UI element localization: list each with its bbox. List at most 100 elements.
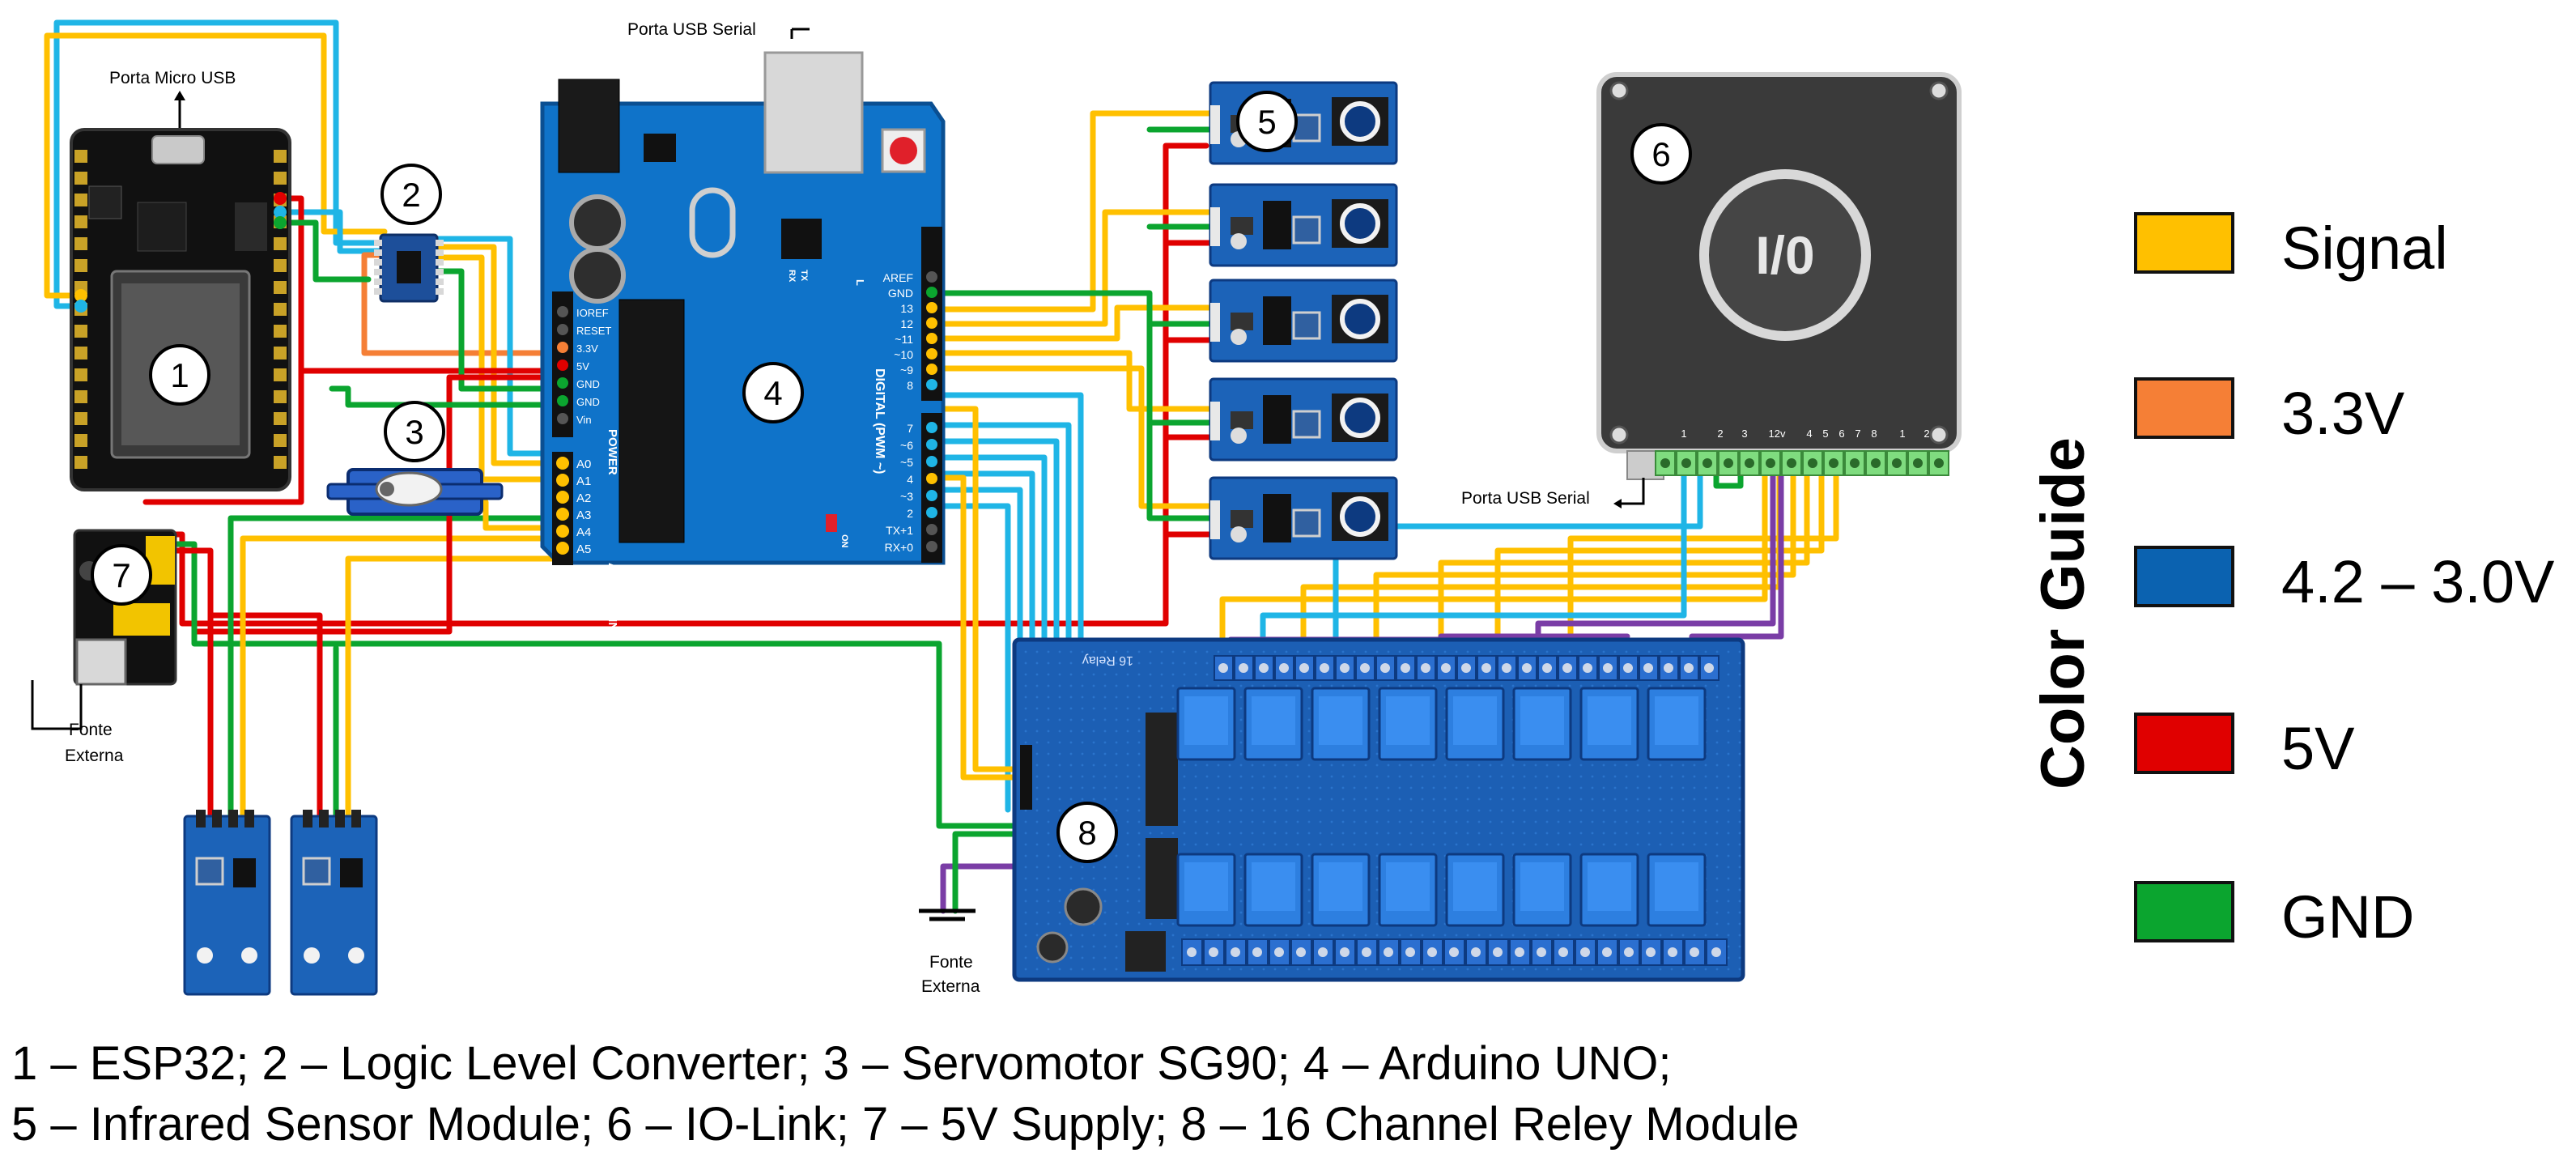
io-symbol-text: I/0	[1755, 225, 1814, 285]
wire-signal-esp-top	[44, 32, 388, 299]
esp32-pin	[274, 259, 287, 272]
wire-lv-esp-top	[53, 19, 388, 309]
wire-signal-converter-a0	[434, 244, 566, 466]
analog-pin-label: A2	[576, 491, 591, 505]
esp32-pin	[74, 347, 87, 360]
esp32-pin	[74, 259, 87, 272]
power-section-label: POWER	[606, 429, 619, 475]
wire-signal-relay-io-3	[1373, 458, 1796, 651]
digital-pin-label: 13	[900, 302, 913, 315]
esp32-pin	[274, 325, 287, 338]
color-swatch	[2134, 881, 2234, 942]
ir-sensor-module	[1209, 377, 1398, 462]
arduino-digital-header-top	[921, 227, 942, 401]
esp32-pin-lv	[274, 206, 287, 219]
esp32-pin-gnd	[274, 216, 287, 229]
component-marker-7: 7	[91, 544, 152, 606]
wire-5v-supply-c	[207, 612, 323, 821]
analog-pin	[556, 457, 569, 470]
digital-pin-label: ~9	[900, 364, 913, 377]
arduino-uno-board: IOREFRESET3.3V5VGNDGNDVinA0A1A2A3A4A5ARE…	[540, 51, 946, 631]
wire-signal-sensor1	[240, 535, 566, 821]
wire-gnd-relay-supply	[952, 831, 1023, 914]
io-power-button	[1699, 169, 1871, 341]
ir-sensor-module	[1209, 183, 1398, 267]
power-pin	[557, 342, 568, 353]
esp32-pin	[274, 172, 287, 185]
digital-pin-label: ~6	[900, 439, 913, 452]
component-marker-number: 6	[1651, 135, 1670, 173]
digital-pin	[926, 302, 937, 313]
on-led-label: ON	[840, 534, 849, 548]
digital-pin	[926, 287, 937, 298]
color-guide-label: Signal	[2281, 215, 2448, 282]
digital-pin	[926, 271, 937, 283]
arduino-analog-header	[552, 452, 573, 565]
digital-pin	[926, 333, 937, 344]
converter-pin	[436, 288, 444, 295]
color-guide-label: GND	[2281, 883, 2415, 951]
arduino-digital-header-bottom	[921, 413, 942, 563]
esp32-pin-signal	[74, 289, 87, 302]
io-terminal-label: 7	[1855, 428, 1860, 440]
digital-pin-label: 2	[907, 507, 913, 520]
io-terminal-label: 2	[1717, 428, 1723, 440]
component-marker-number: 2	[402, 176, 420, 214]
power-pin-label: 3.3V	[576, 342, 598, 355]
esp32-pin	[74, 215, 87, 228]
power-pin-label: RESET	[576, 325, 611, 337]
analog-pin-label: A0	[576, 457, 591, 471]
digital-pin	[926, 348, 937, 360]
esp32-pin-5v	[274, 192, 287, 205]
digital-pin	[926, 456, 937, 467]
digital-pin-label: 4	[907, 473, 913, 486]
esp32-pin	[74, 194, 87, 206]
wire-lv-esp-side	[288, 209, 388, 254]
esp32-pin	[74, 456, 87, 469]
esp32-board	[70, 128, 291, 491]
converter-pin	[374, 240, 382, 246]
wire-gnd-ir	[924, 290, 1218, 521]
component-marker-6: 6	[1630, 123, 1692, 185]
converter-pin	[374, 288, 382, 295]
relay-bottom-terminals	[1181, 938, 1728, 966]
power-pin-label: GND	[576, 396, 600, 408]
color-swatch	[2134, 212, 2234, 274]
converter-pin	[436, 249, 444, 256]
servomotor-sg90	[326, 468, 504, 516]
caption-line-2: 5 – Infrared Sensor Module; 6 – IO-Link;…	[11, 1098, 1800, 1151]
component-marker-2: 2	[380, 164, 442, 225]
converter-pin	[436, 259, 444, 266]
converter-pins	[374, 240, 444, 295]
converter-pin	[374, 279, 382, 285]
relay-top-terminals	[1214, 655, 1719, 681]
wire-5v-esp-down	[142, 368, 304, 505]
fonte-externa-2-line2: Externa	[921, 977, 980, 996]
usb-serial-port	[763, 51, 864, 174]
annotations	[31, 28, 1645, 730]
wire-signal-relay-io-5	[1494, 458, 1825, 651]
converter-pin	[374, 249, 382, 256]
power-pin	[557, 306, 568, 317]
fonte-externa-1-line1: Fonte	[69, 721, 113, 739]
ir-sensor-module	[1209, 279, 1398, 363]
io-terminal	[1802, 450, 1823, 476]
esp32-right-pins	[274, 150, 287, 469]
analog-pin	[556, 491, 569, 504]
color-swatch	[2134, 713, 2234, 774]
digital-pin-label: RX+0	[885, 541, 914, 554]
digital-pin-label: 12	[900, 317, 913, 330]
wire-signal-d12	[924, 209, 1218, 327]
relay-bottom-terminal	[1662, 938, 1684, 966]
component-marker-number: 1	[170, 356, 189, 394]
tx-label: TX	[799, 270, 809, 282]
io-terminal-label: 5	[1822, 428, 1828, 440]
power-pin	[557, 360, 568, 371]
analog-pin-label: A1	[576, 474, 591, 488]
component-marker-1: 1	[149, 344, 210, 406]
component-marker-number: 5	[1257, 103, 1276, 141]
analog-pin	[556, 474, 569, 487]
